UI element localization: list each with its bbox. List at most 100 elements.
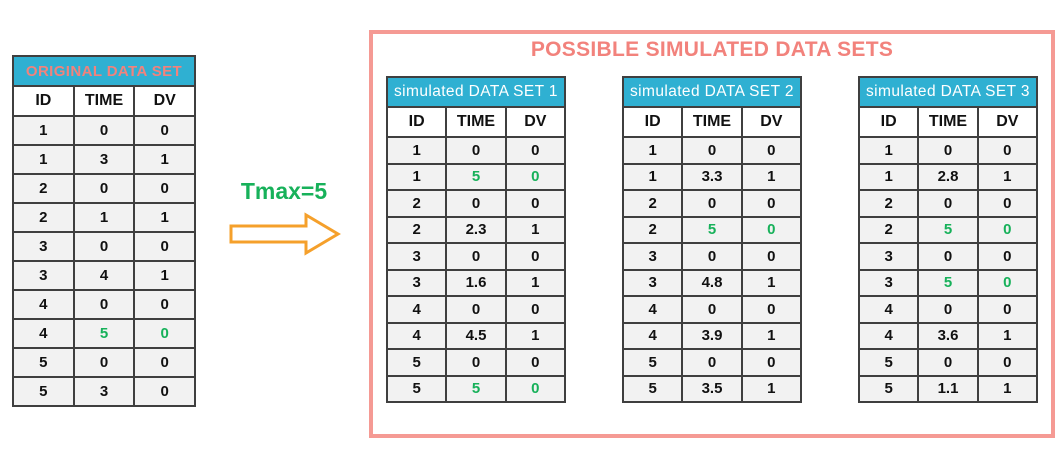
table-cell: 5 <box>917 270 977 295</box>
table-cell: 2.8 <box>917 164 977 189</box>
table-cell: 5 <box>388 376 446 401</box>
table-cell: 3.5 <box>681 376 741 401</box>
table-cell: 3 <box>72 146 134 173</box>
table-cell: 0 <box>445 350 505 375</box>
simulated-table-2-title: simulated DATA SET 2 <box>622 76 802 106</box>
table-cell: 0 <box>976 350 1036 375</box>
table-cell: 1 <box>624 164 682 189</box>
table-cell: 2 <box>388 217 446 242</box>
simulated-table-1-title: simulated DATA SET 1 <box>386 76 566 106</box>
table-cell: 5 <box>681 217 741 242</box>
table-cell: 0 <box>976 297 1036 322</box>
table-cell: 0 <box>976 138 1036 163</box>
table-cell: 0 <box>976 270 1036 295</box>
table-cell: 2 <box>624 191 682 216</box>
tmax-label: Tmax=5 <box>240 178 328 204</box>
table-cell: 0 <box>445 244 505 269</box>
table-cell: 0 <box>445 297 505 322</box>
simulated-table-3-title: simulated DATA SET 3 <box>858 76 1038 106</box>
table-cell: 2 <box>860 217 918 242</box>
table-cell: 5 <box>388 350 446 375</box>
table-cell: 4 <box>14 291 73 318</box>
table-cell: 4 <box>860 297 918 322</box>
table-cell: 1 <box>388 164 446 189</box>
table-cell: 0 <box>917 350 977 375</box>
table-cell: 0 <box>72 117 134 144</box>
table-cell: 0 <box>133 117 195 144</box>
column-header-cell: ID <box>14 87 73 115</box>
table-cell: 1 <box>388 138 446 163</box>
table-cell: 4 <box>624 297 682 322</box>
column-header-cell: ID <box>624 108 682 136</box>
original-table-title: ORIGINAL DATA SET <box>12 55 196 85</box>
table-cell: 1 <box>14 117 73 144</box>
table-cell: 0 <box>917 244 977 269</box>
table-cell: 1 <box>740 164 800 189</box>
table-cell: 3 <box>624 244 682 269</box>
table-cell: 0 <box>72 349 134 376</box>
table-cell: 0 <box>445 191 505 216</box>
table-cell: 0 <box>504 138 564 163</box>
table-cell: 5 <box>445 376 505 401</box>
table-cell: 0 <box>976 244 1036 269</box>
table-cell: 4 <box>388 323 446 348</box>
column-header-cell: DV <box>504 108 564 136</box>
table-cell: 1.6 <box>445 270 505 295</box>
table-cell: 0 <box>740 217 800 242</box>
table-cell: 5 <box>72 320 134 347</box>
table-cell: 0 <box>133 378 195 405</box>
table-cell: 3 <box>860 270 918 295</box>
table-cell: 3 <box>388 270 446 295</box>
table-cell: 1 <box>504 323 564 348</box>
table-cell: 5 <box>860 350 918 375</box>
column-header-cell: DV <box>740 108 800 136</box>
table-cell: 0 <box>504 376 564 401</box>
table-cell: 3 <box>14 262 73 289</box>
table-cell: 0 <box>917 138 977 163</box>
table-cell: 0 <box>681 138 741 163</box>
table-cell: 5 <box>14 378 73 405</box>
table-cell: 0 <box>740 244 800 269</box>
table-cell: 0 <box>504 191 564 216</box>
column-header-cell: DV <box>976 108 1036 136</box>
table-cell: 0 <box>133 175 195 202</box>
table-cell: 4.5 <box>445 323 505 348</box>
table-cell: 0 <box>917 191 977 216</box>
table-cell: 3 <box>624 270 682 295</box>
table-cell: 2.3 <box>445 217 505 242</box>
column-header-cell: ID <box>860 108 918 136</box>
column-header-cell: TIME <box>917 108 977 136</box>
table-cell: 0 <box>133 291 195 318</box>
table-cell: 0 <box>681 297 741 322</box>
